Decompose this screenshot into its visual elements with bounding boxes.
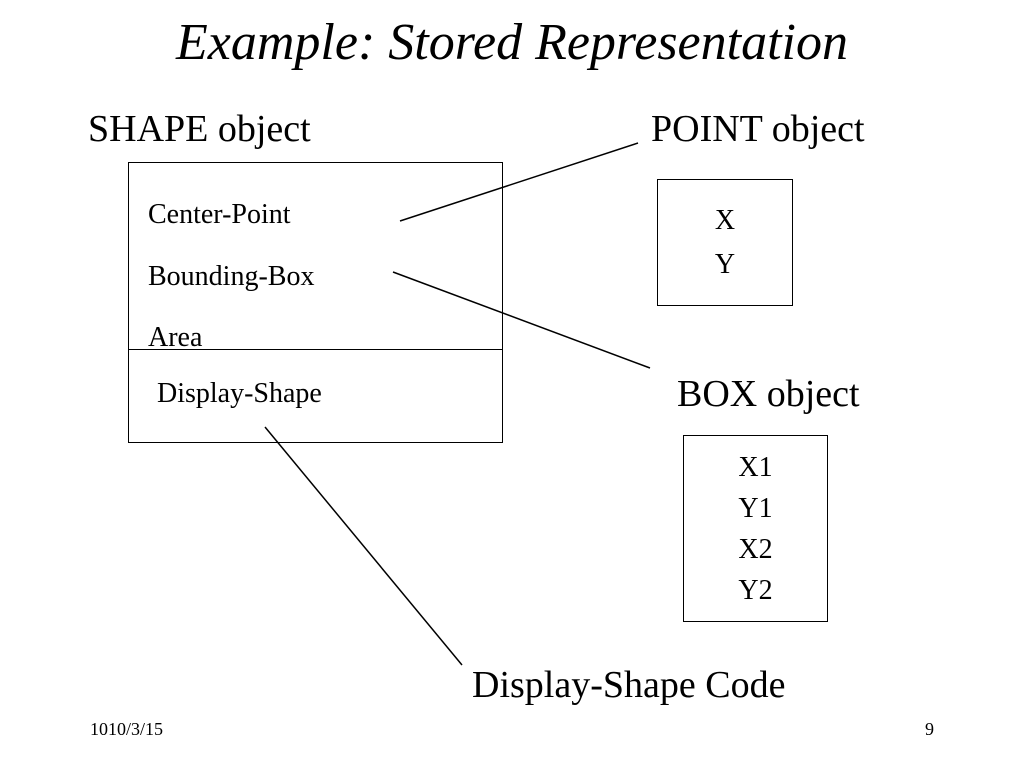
shape-method-display-shape: Display-Shape: [157, 378, 322, 409]
display-shape-code-label: Display-Shape Code: [472, 664, 786, 706]
box-field-x1: X1: [738, 452, 773, 483]
point-object-heading: POINT object: [651, 108, 865, 150]
shape-field-area: Area: [148, 322, 203, 353]
shape-field-bounding-box: Bounding-Box: [148, 261, 315, 292]
box-field-x2: X2: [738, 534, 773, 565]
box-field-y1: Y1: [738, 493, 773, 524]
box-field-y2: Y2: [738, 575, 773, 606]
connector-display-shape-to-code: [264, 426, 463, 666]
point-object-box: X Y: [657, 179, 793, 306]
shape-field-center-point: Center-Point: [148, 199, 291, 230]
shape-object-heading: SHAPE object: [88, 108, 311, 150]
box-object-heading: BOX object: [677, 373, 860, 415]
box-object-box: X1 Y1 X2 Y2: [683, 435, 828, 622]
page-number: 9: [925, 719, 934, 739]
point-field-y: Y: [714, 249, 736, 280]
footer-date: 1010/3/15: [90, 719, 164, 739]
slide-title: Example: Stored Representation: [176, 14, 848, 71]
point-field-x: X: [714, 205, 736, 236]
shape-object-divider: [128, 349, 503, 350]
